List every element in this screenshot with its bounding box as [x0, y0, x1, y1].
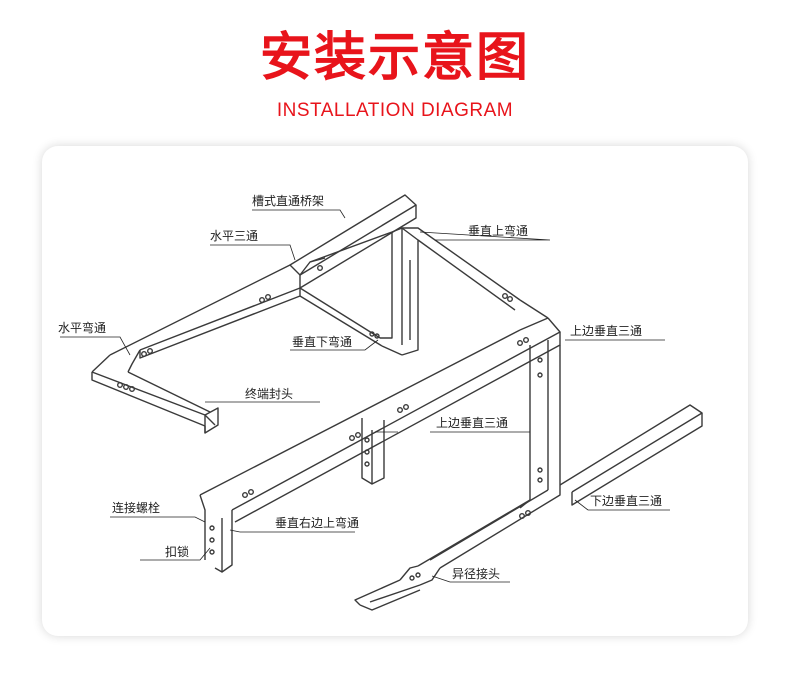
right-vertical-drop — [529, 340, 561, 500]
page-subtitle: INSTALLATION DIAGRAM — [276, 100, 514, 121]
vertical-right-up-elbow-shape — [199, 494, 233, 573]
label-buckle-lock: 扣锁 — [165, 544, 189, 559]
reducer-shape — [354, 565, 441, 611]
label-upper-vertical-tee-2: 上边垂直三通 — [436, 416, 508, 430]
label-lower-vertical-tee: 下边垂直三通 — [590, 494, 662, 508]
upper-vertical-tee-drop — [361, 418, 385, 485]
label-end-cap: 终端封头 — [245, 386, 293, 401]
label-vertical-right-up-elbow: 垂直右边上弯通 — [275, 515, 359, 530]
label-upper-vertical-tee-1: 上边垂直三通 — [570, 324, 642, 338]
horizontal-tee-branch — [299, 231, 393, 347]
diagram-card — [42, 146, 748, 636]
label-straight-tray: 槽式直通桥架 — [252, 194, 324, 208]
label-vertical-down-elbow: 垂直下弯通 — [292, 334, 352, 349]
label-horizontal-tee: 水平三通 — [210, 229, 258, 243]
straight-tray-shape — [289, 194, 417, 289]
vertical-up-elbow-shape — [402, 227, 549, 319]
page-title: 安装示意图 — [259, 28, 530, 88]
horizontal-run-upper — [109, 264, 301, 359]
lower-run-left — [417, 485, 561, 569]
horizontal-elbow-shape — [91, 349, 216, 427]
label-horizontal-elbow: 水平弯通 — [58, 320, 106, 335]
diagram-labels: 槽式直通桥架 水平三通 垂直上弯通 水平弯通 上边垂直三通 垂直下弯通 终端封头… — [58, 194, 662, 581]
label-reducer: 异径接头 — [452, 566, 500, 581]
tray-drawing — [91, 194, 703, 611]
end-cap-shape — [204, 407, 219, 434]
label-vertical-up-elbow: 垂直上弯通 — [468, 223, 528, 238]
label-connecting-bolt: 连接螺栓 — [112, 500, 160, 515]
leader-lines — [60, 209, 670, 583]
